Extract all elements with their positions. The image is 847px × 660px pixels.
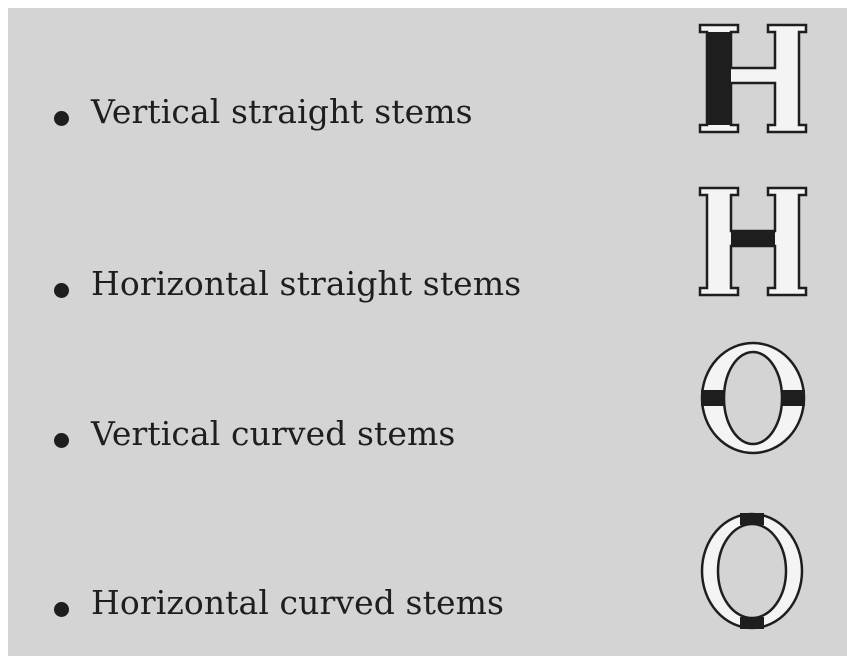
diagram-panel: Vertical straight stems Horizontal strai…: [8, 8, 847, 656]
letter-h-horizontal-stem-icon: [698, 186, 808, 297]
bullet-icon: [54, 602, 69, 617]
stem-label: Horizontal curved stems: [91, 583, 505, 622]
letter-o-horizontal-curved-stem-icon: [700, 512, 804, 630]
bullet-icon: [54, 283, 69, 298]
letter-o-vertical-curved-stem-icon: [700, 341, 806, 455]
letter-h-vertical-stem-icon: [698, 23, 808, 134]
stem-label: Vertical straight stems: [91, 92, 473, 131]
stem-label: Horizontal straight stems: [91, 264, 522, 303]
stem-label: Vertical curved stems: [91, 414, 456, 453]
bullet-icon: [54, 111, 69, 126]
bullet-icon: [54, 433, 69, 448]
